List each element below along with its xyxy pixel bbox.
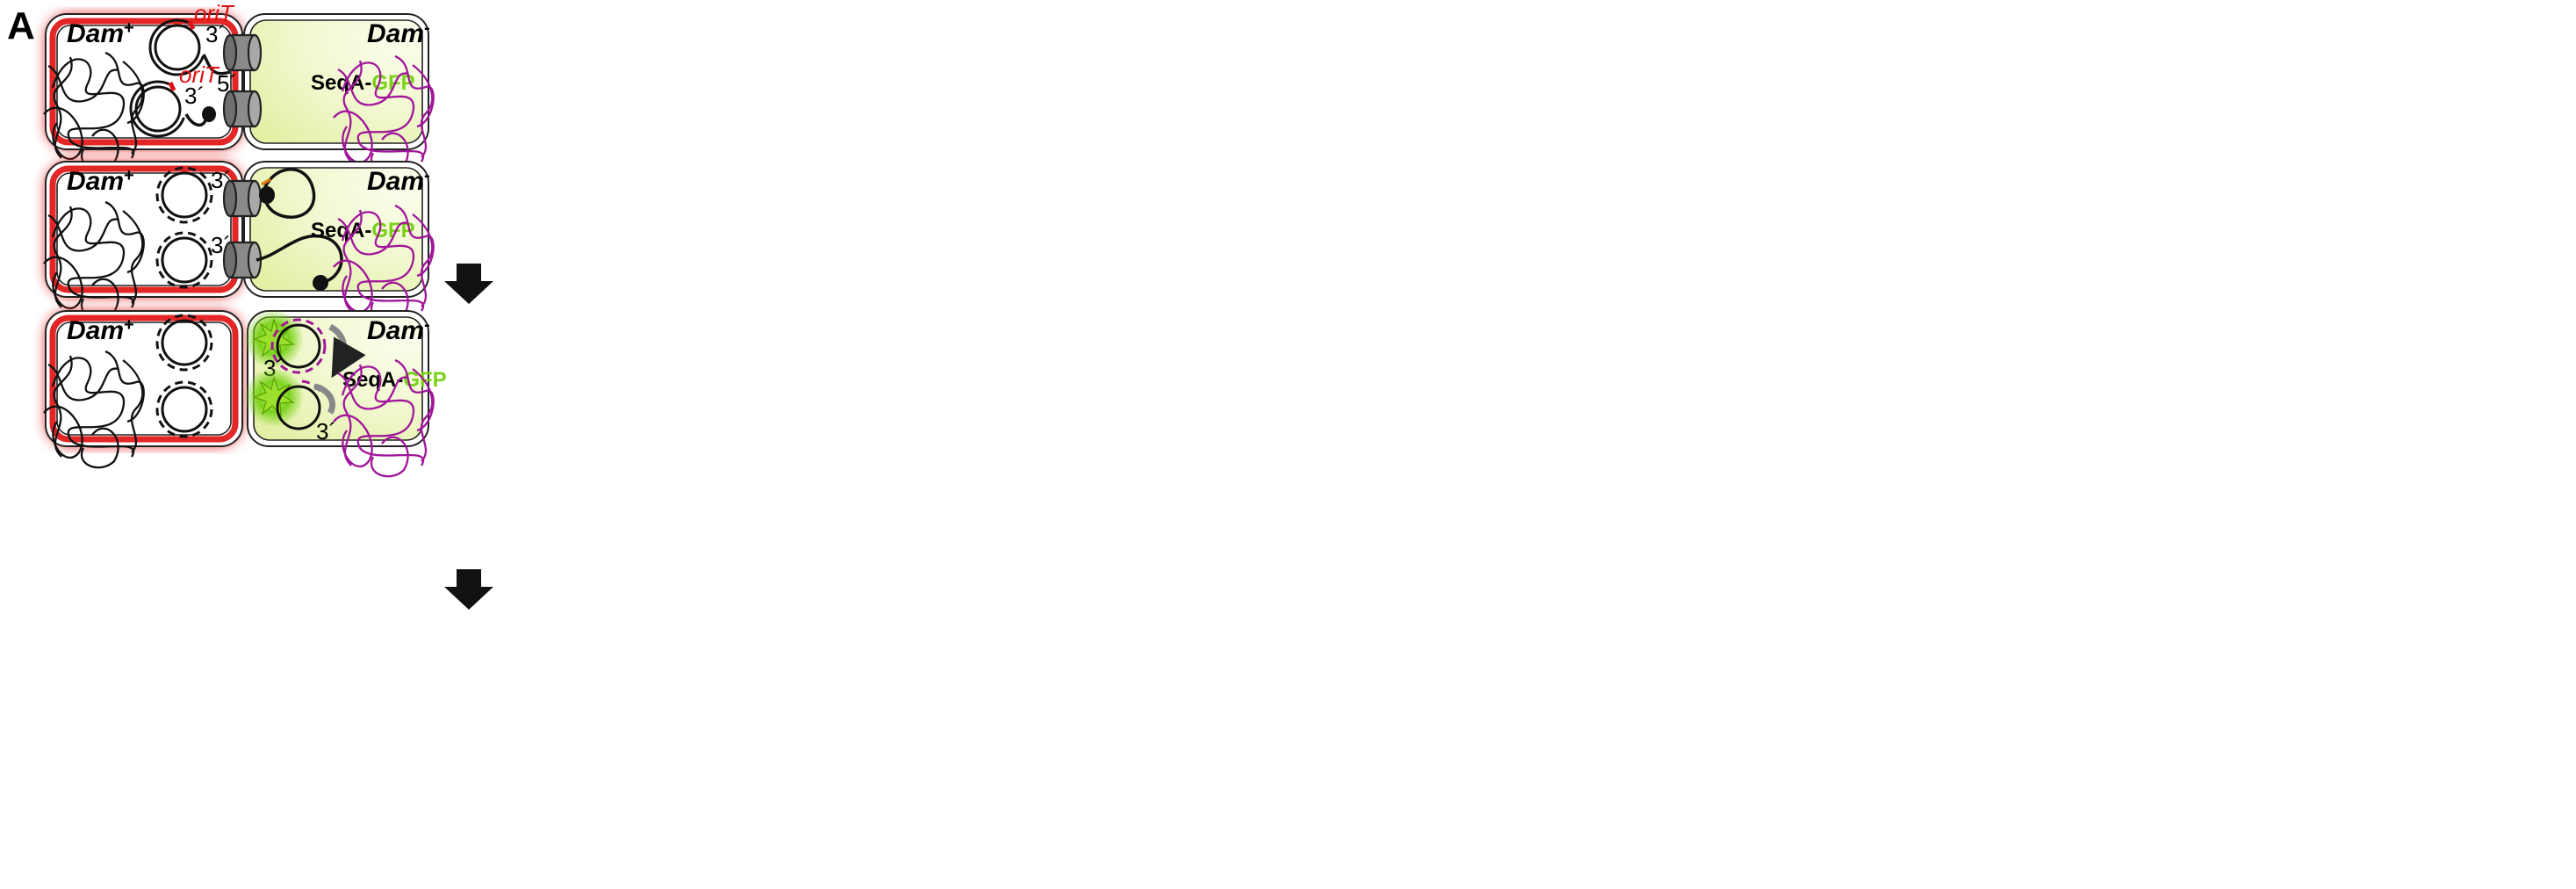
donor-cell [45,13,243,150]
transferred-strand [255,234,343,283]
dam-minus-label: Dam- [367,166,430,196]
plasmid [155,166,213,224]
three-prime-label: 3´ [316,418,336,444]
seqa-gfp-label: SeqA-GFP [311,219,415,242]
donor-cell [45,310,243,447]
recipient-cell [243,13,429,150]
pilus [222,33,263,72]
plasmid [129,80,216,138]
pilus [222,241,263,279]
replicating-plasmid [243,308,366,379]
replicating-plasmid [243,366,336,430]
plasmid [148,18,231,76]
donor-cell [45,161,243,298]
dam-minus-label: Dam- [367,315,430,345]
five-prime-label: 5´ [217,70,237,97]
dam-plus-label: Dam+ [67,166,134,196]
recipient-cell [243,161,429,298]
three-prime-label: 3´ [205,21,226,47]
pilus [222,90,263,128]
orit-label: oriT [194,0,235,26]
transferred-strand [259,168,316,219]
dam-minus-label: Dam- [367,18,430,48]
plasmid [155,314,213,372]
plasmid [155,231,213,289]
down-arrow [444,264,493,304]
plasmid [155,380,213,438]
orit-label: oriT [179,61,220,88]
three-prime-label: 3´ [184,83,205,109]
down-arrow [444,569,493,610]
gfp-focus [243,366,305,428]
pilus [222,179,263,218]
dam-plus-label: Dam+ [67,18,134,48]
relaxase [313,275,328,291]
panel-label-a: A [7,4,35,47]
dam-plus-label: Dam+ [67,315,134,345]
